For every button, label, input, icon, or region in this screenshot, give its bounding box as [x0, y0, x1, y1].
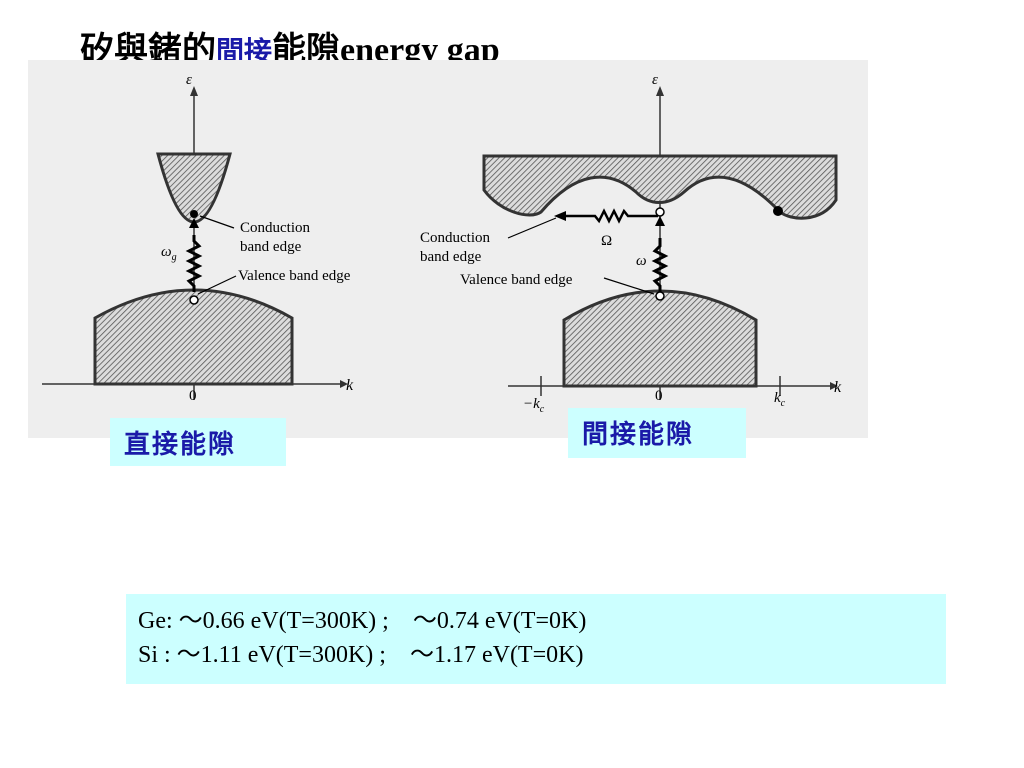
- si-gap-line: Si : ～1.11 eV(T=300K) ; ～1.17 eV(T=0K): [138, 642, 584, 668]
- valence-label-left: Valence band edge: [238, 268, 351, 284]
- origin-label-left: 0: [189, 388, 197, 404]
- conduction-band-left: [156, 152, 232, 224]
- omega-label: ω: [636, 253, 647, 269]
- indirect-gap-label: 間接能隙: [568, 408, 746, 458]
- electron-left: [190, 210, 198, 218]
- conduction-label-left-1: Conduction: [240, 220, 310, 236]
- conduction-label-right-1: Conduction: [420, 230, 490, 246]
- origin-label-right: 0: [655, 388, 663, 404]
- electron-right: [773, 206, 783, 216]
- valence-band-right: [562, 289, 758, 388]
- hole-left: [189, 295, 199, 305]
- Omega-label: Ω: [601, 233, 612, 249]
- valence-label-right: Valence band edge: [460, 272, 573, 288]
- plus-kc-label: kc: [774, 390, 786, 409]
- direct-gap-diagram: ε k 0 ωg Conduction band edge Valence ba…: [42, 72, 354, 404]
- energy-label-right: ε: [652, 72, 658, 88]
- hole-right: [655, 291, 665, 301]
- gap-values-box: Ge: ～0.66 eV(T=300K) ; ～0.74 eV(T=0K) Si…: [126, 594, 946, 684]
- virtual-state-right: [655, 207, 665, 217]
- indirect-gap-diagram: ε k 0 −kc kc ω Ω Conduction band edge Va…: [420, 72, 842, 415]
- k-label-right: k: [834, 379, 842, 396]
- ge-gap-line: Ge: ～0.66 eV(T=300K) ; ～0.74 eV(T=0K): [138, 608, 587, 634]
- conduction-label-right-2: band edge: [420, 249, 482, 265]
- phonon-Omega: [564, 208, 658, 224]
- energy-label-left: ε: [186, 72, 192, 88]
- minus-kc-label: −kc: [523, 396, 545, 415]
- conduction-band-right: [482, 154, 838, 220]
- omega-g-label: ωg: [161, 244, 177, 263]
- direct-gap-label: 直接能隙: [110, 418, 286, 466]
- photon-omega-g: [185, 235, 203, 292]
- photon-omega: [651, 238, 669, 294]
- k-label-left: k: [346, 377, 354, 394]
- conduction-label-left-2: band edge: [240, 239, 302, 255]
- valence-band-left: [93, 288, 294, 386]
